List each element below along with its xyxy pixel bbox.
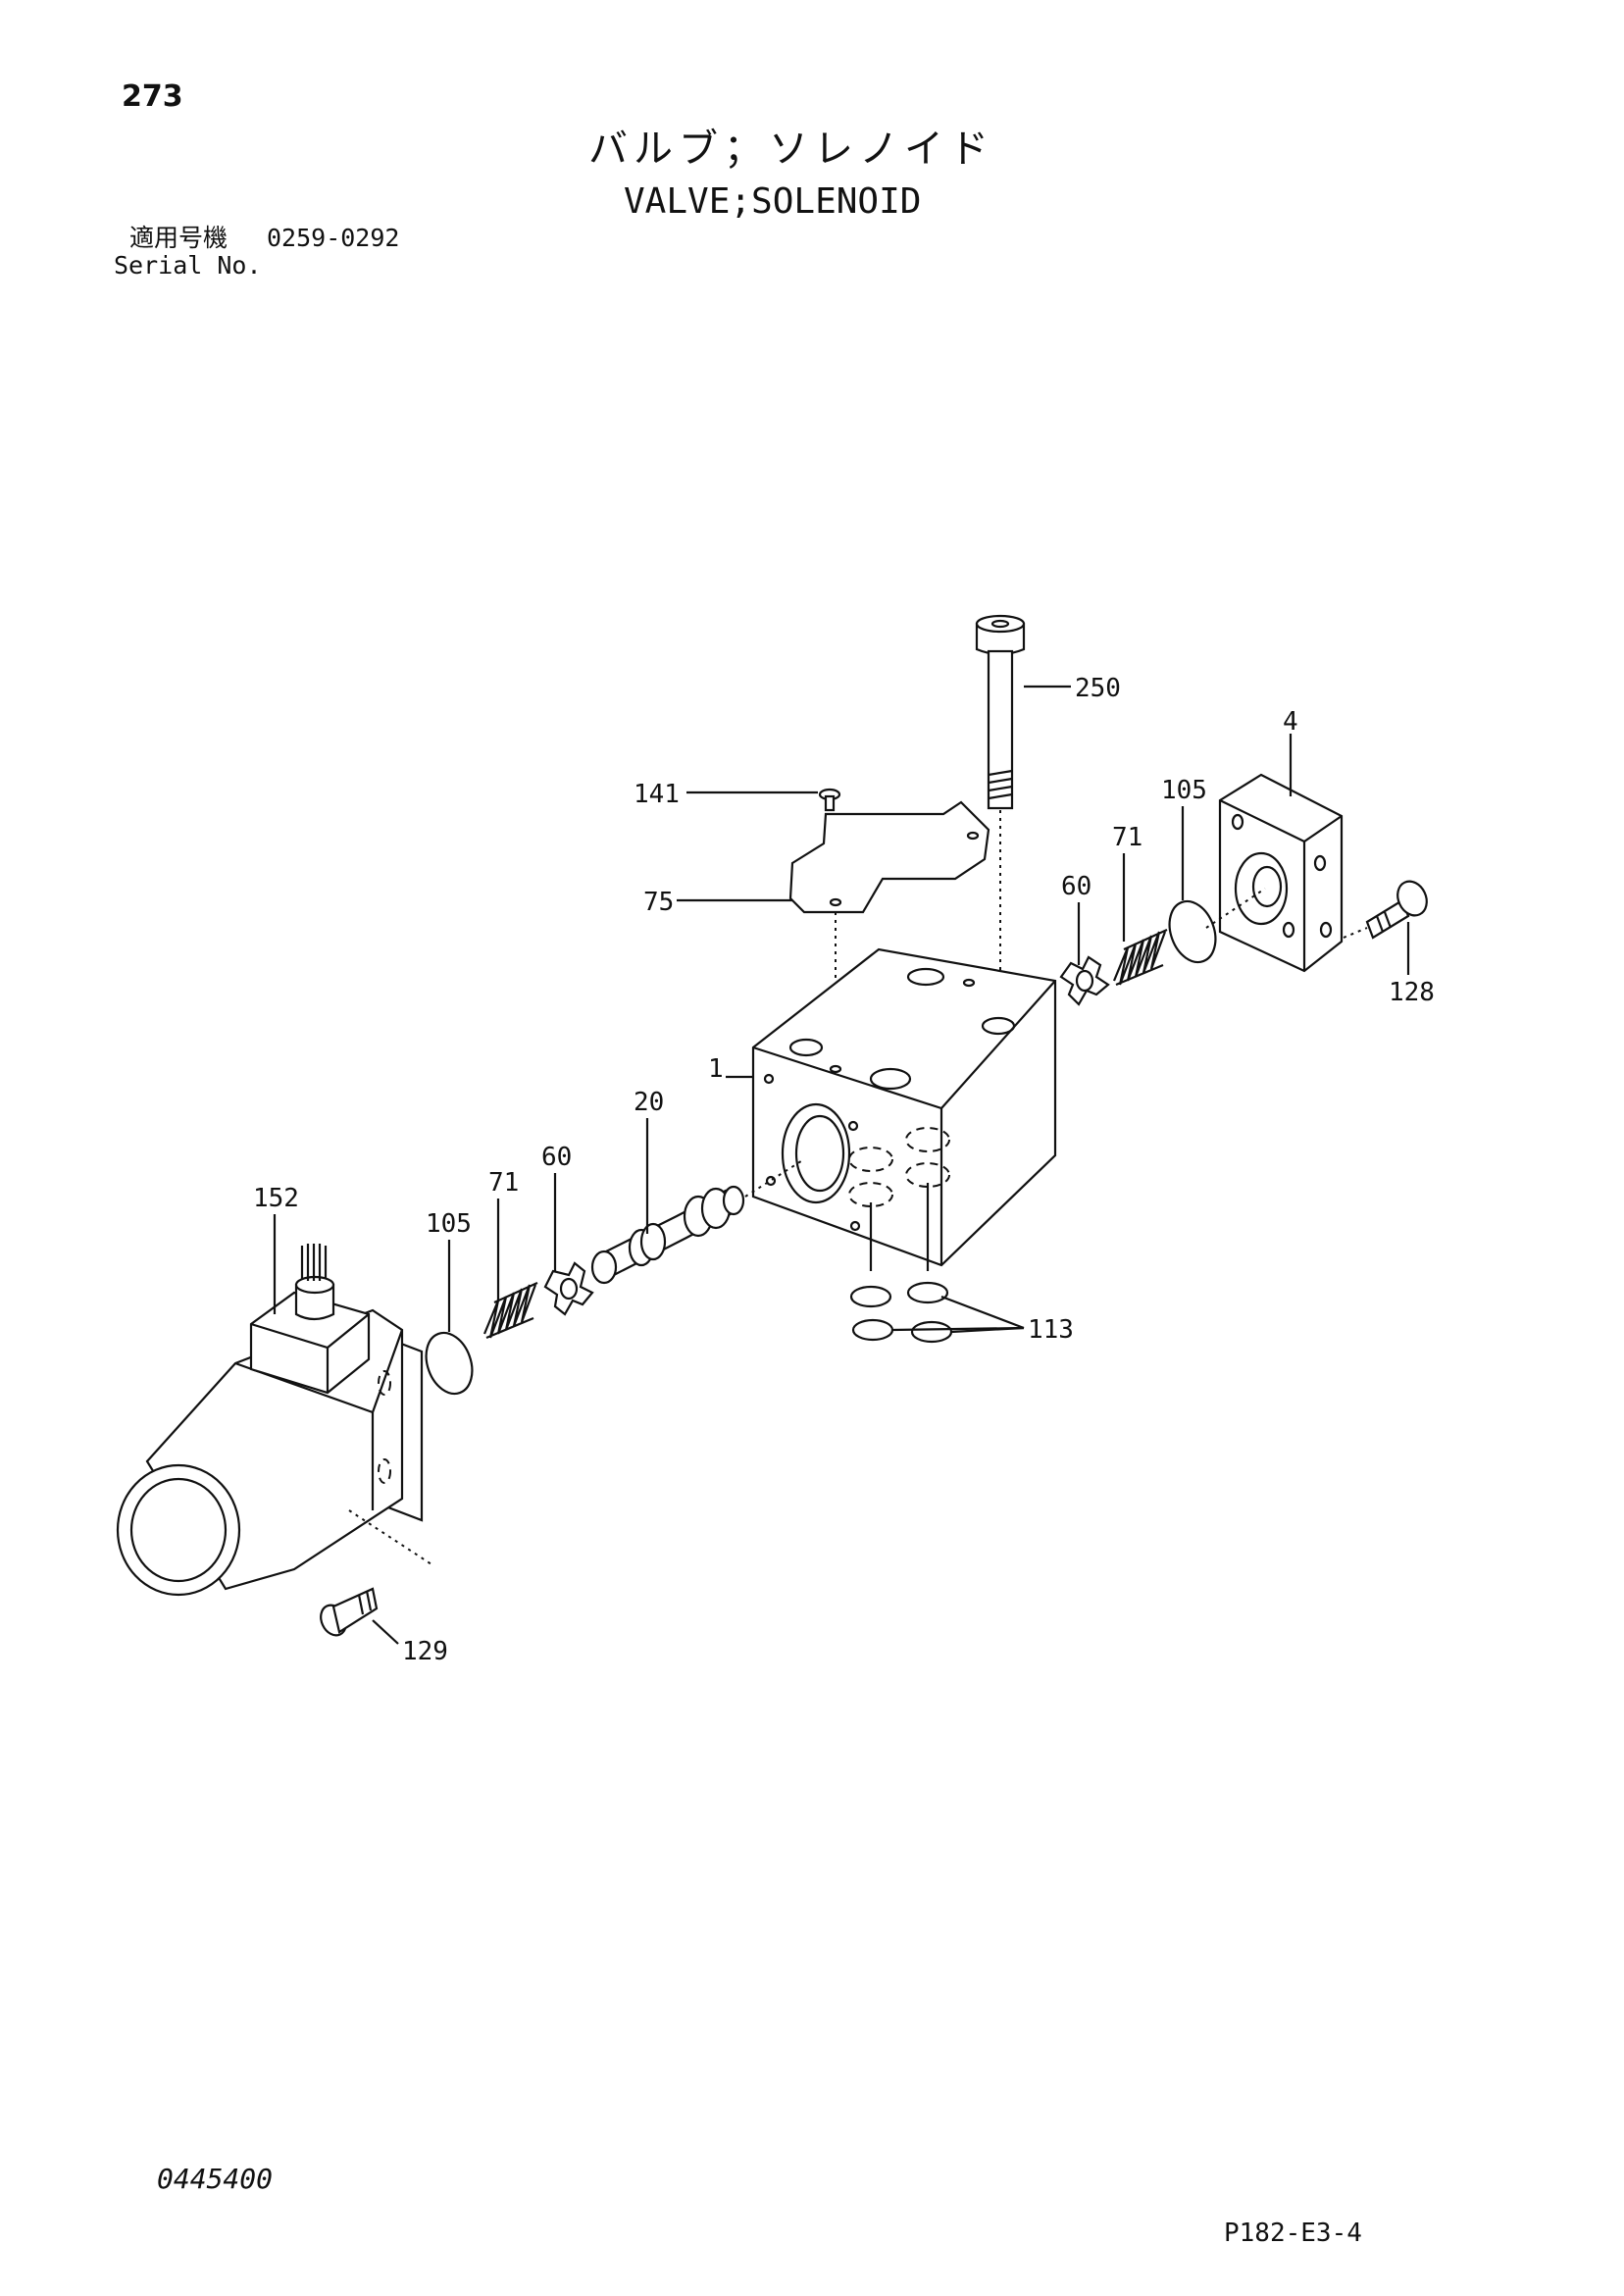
page-title-english: VALVE;SOLENOID [624,181,922,222]
part-60-left-spring-seat [543,1261,594,1316]
part-1-valve-body [751,947,1057,1271]
serial-label-japanese: 適用号機 [129,224,228,252]
callout-labels: 250 141 75 4 105 71 60 128 1 20 60 71 10… [253,674,1435,1666]
callout-105-right: 105 [1161,776,1207,805]
callout-75: 75 [643,888,674,917]
serial-range: 0259-0292 [267,224,400,252]
callout-71-left: 71 [488,1168,519,1198]
page-number: 273 [122,79,183,114]
serial-label-english: Serial No. [114,251,262,280]
callout-129: 129 [402,1637,448,1666]
callout-128: 128 [1389,978,1435,1007]
part-105-left-o-ring [425,1331,474,1396]
page-title-japanese: バルブ；ソレノイド [588,127,994,172]
callout-113: 113 [1028,1315,1074,1345]
document-code: 0445400 [157,2163,274,2195]
callout-250: 250 [1075,674,1121,703]
callout-60-left: 60 [541,1143,572,1172]
callout-71-right: 71 [1112,823,1142,852]
part-71-right-spring [1112,928,1168,987]
part-71-left-spring [482,1281,538,1340]
part-105-right-o-ring [1168,899,1217,964]
part-152-solenoid [116,1244,432,1597]
part-60-right-spring-seat [1059,955,1110,1006]
part-113-o-rings [849,1281,953,1344]
part-141-screw [818,788,841,812]
callout-152: 152 [253,1184,299,1213]
callout-105-left: 105 [426,1209,472,1239]
page-reference: P182-E3-4 [1224,2219,1362,2248]
part-4-end-cover [1205,773,1344,973]
callout-1: 1 [708,1054,724,1084]
callout-leader-lines [273,685,1410,1645]
part-20-spool [590,1158,805,1285]
part-250-bolt [975,614,1026,1020]
part-128-screw [1343,880,1428,940]
part-129-screw [320,1587,379,1637]
callout-60-right: 60 [1061,872,1091,901]
callout-20: 20 [634,1088,664,1117]
callout-141: 141 [634,780,680,809]
callout-4: 4 [1283,707,1298,737]
